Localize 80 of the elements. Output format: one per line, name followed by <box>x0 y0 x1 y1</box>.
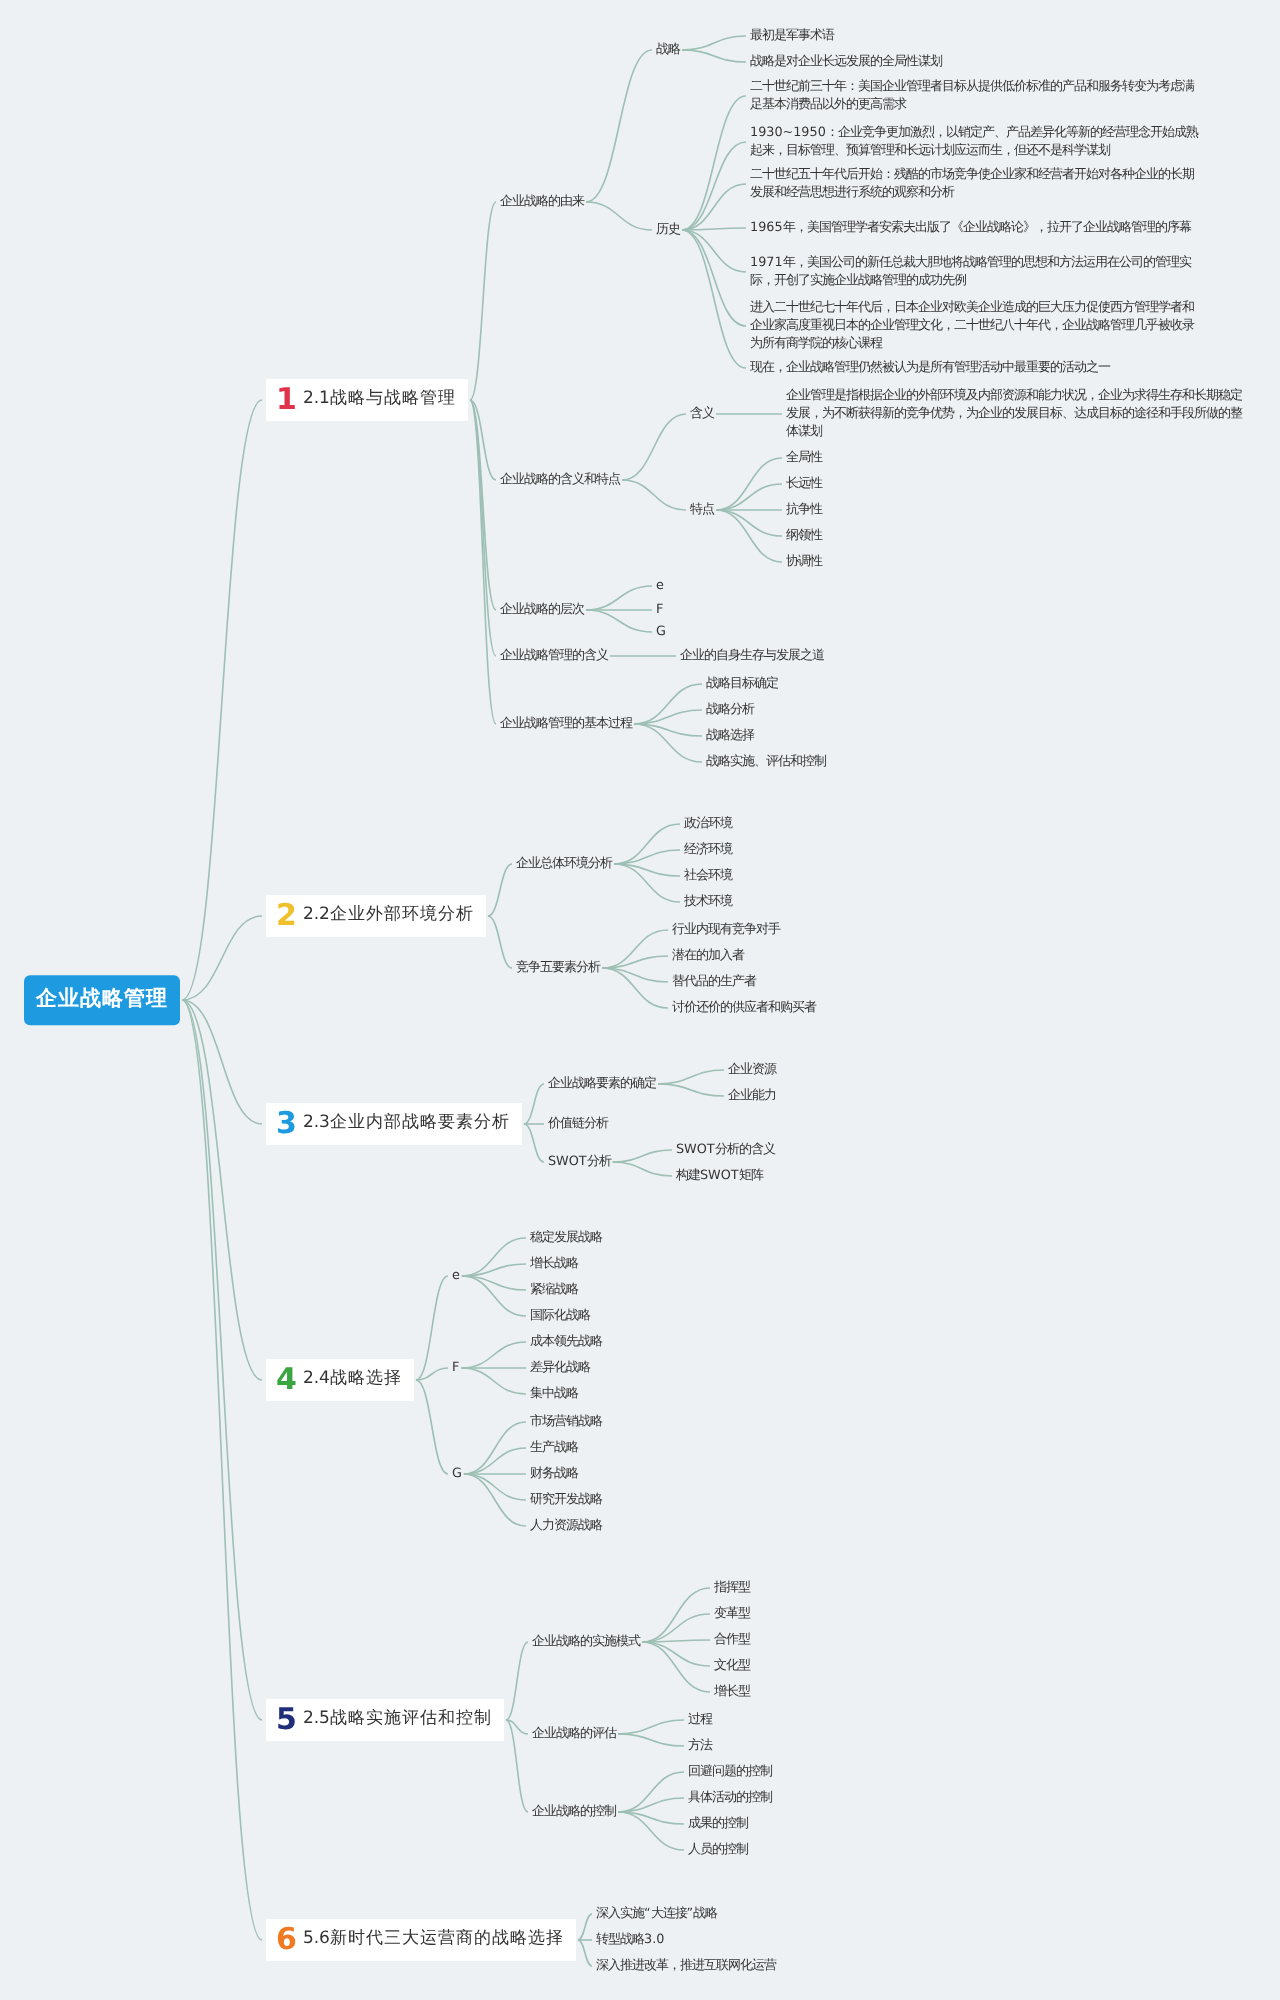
connector-line <box>613 863 681 877</box>
connector-line <box>505 1719 529 1735</box>
connector-line <box>681 229 747 369</box>
section-number: 6 <box>276 1925 297 1955</box>
section-title: 2.3企业内部战略要素分析 <box>302 1112 510 1136</box>
connector-line <box>181 999 263 1125</box>
connector-line <box>469 201 497 401</box>
connector-line <box>461 1275 527 1317</box>
section-number: 4 <box>276 1365 297 1395</box>
connector-line <box>181 915 263 1001</box>
section-number: 2 <box>276 901 297 931</box>
connector-line <box>681 229 747 273</box>
connector-line <box>681 141 747 231</box>
connector-line <box>657 1083 725 1097</box>
connector-line <box>633 723 703 737</box>
connector-line <box>181 399 263 1001</box>
connector-line <box>415 1379 449 1475</box>
section-box <box>266 1919 576 1961</box>
connector-line <box>621 479 687 511</box>
connector-line <box>181 999 263 1941</box>
connector-line <box>715 509 783 563</box>
section-title: 2.1战略与战略管理 <box>302 388 456 412</box>
connector-line <box>523 1123 545 1163</box>
section-title: 2.2企业外部环境分析 <box>302 904 474 928</box>
connector-line <box>181 999 263 1381</box>
connector-line <box>585 201 653 231</box>
connector-line <box>487 863 513 917</box>
connector-line <box>487 915 513 969</box>
connector-line <box>523 1083 545 1125</box>
connector-line <box>641 1641 711 1667</box>
section-box <box>266 895 486 937</box>
connector-line <box>469 399 497 657</box>
connector-line <box>463 1473 527 1501</box>
connector-line <box>415 1367 449 1381</box>
connector-line <box>505 1719 529 1813</box>
section-box <box>266 1103 522 1145</box>
connector-line <box>469 399 497 725</box>
connector-line <box>617 1811 685 1851</box>
connector-line <box>613 863 681 903</box>
connector-line <box>463 1421 527 1475</box>
connector-line <box>461 1275 527 1291</box>
section-box <box>266 1699 504 1741</box>
section-title: 2.5战略实施评估和控制 <box>302 1708 492 1732</box>
section-number: 1 <box>276 385 297 415</box>
connector-line <box>463 1473 527 1475</box>
connector-line <box>681 49 747 63</box>
section-title: 2.4战略选择 <box>302 1368 402 1392</box>
connector-line <box>617 1811 685 1825</box>
connector-line <box>463 1473 527 1527</box>
root-box: 企业战略管理 <box>24 975 180 1025</box>
connector-line <box>621 413 687 481</box>
section-number: 3 <box>276 1109 297 1139</box>
connector-line <box>715 413 783 415</box>
connector-line <box>681 95 747 231</box>
section-box <box>266 379 468 421</box>
connector-line <box>681 229 747 327</box>
connector-line <box>181 999 263 1721</box>
connector-line <box>611 1161 673 1177</box>
connector-line <box>523 1123 545 1125</box>
connector-line <box>641 1641 711 1693</box>
section-title: 5.6新时代三大运营商的战略选择 <box>302 1928 564 1952</box>
connector-line <box>715 509 783 537</box>
connector-line <box>585 609 653 633</box>
connector-line <box>681 227 747 231</box>
connector-line <box>609 655 677 657</box>
connector-line <box>585 49 653 203</box>
connector-line <box>469 399 497 481</box>
connector-line <box>601 967 669 1009</box>
connector-line <box>633 723 703 763</box>
connector-line <box>601 967 669 983</box>
connector-line <box>577 1913 593 1941</box>
section-box <box>266 1359 414 1401</box>
connector-line <box>617 1733 685 1747</box>
connector-line <box>469 399 497 611</box>
connector-line <box>460 1367 527 1395</box>
section-number: 5 <box>276 1705 297 1735</box>
connector-line <box>577 1939 593 1967</box>
connector-line <box>415 1275 449 1381</box>
connector-line <box>505 1641 529 1721</box>
connector-line <box>577 1939 593 1941</box>
